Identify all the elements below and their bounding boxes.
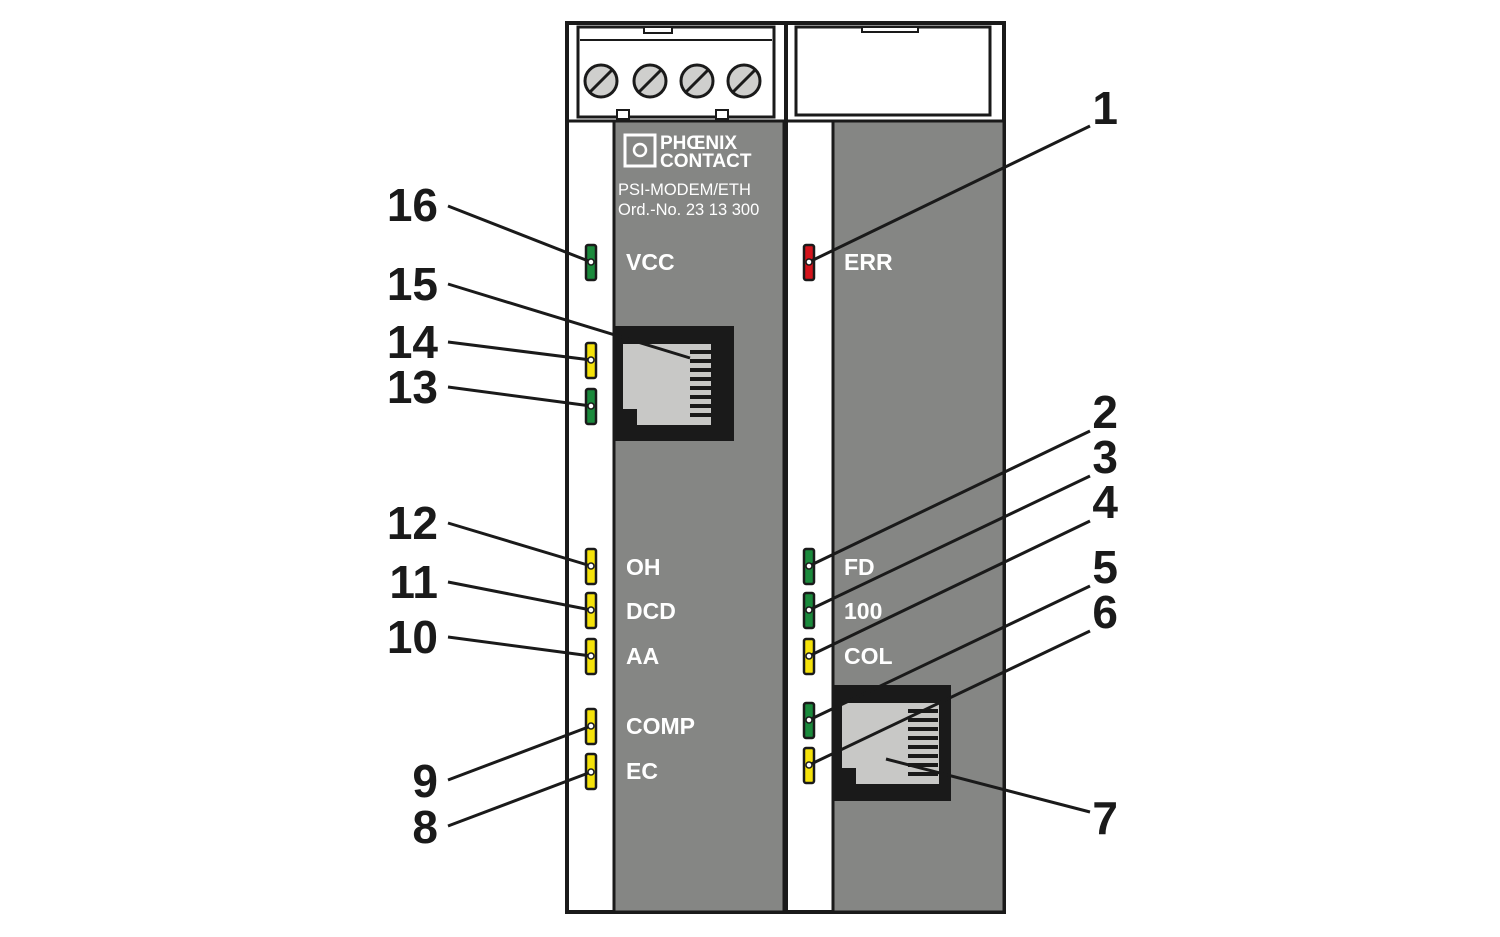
callout-16: 16 [387, 179, 438, 231]
top-cover-latch [861, 26, 919, 33]
terminal-screw[interactable] [726, 63, 762, 99]
terminal-screw[interactable] [679, 63, 715, 99]
leader-dot [587, 356, 595, 364]
leader-9 [447, 724, 592, 782]
callout-leaders [447, 124, 1091, 828]
callout-11: 11 [389, 556, 438, 608]
callout-15: 15 [387, 258, 438, 310]
top-cover-body [794, 25, 992, 117]
leader-dot [587, 562, 595, 570]
callout-4: 4 [1092, 476, 1118, 528]
leader-2 [808, 429, 1091, 568]
leader-1 [808, 124, 1091, 264]
leader-8 [447, 770, 592, 828]
callout-1: 1 [1092, 82, 1118, 134]
terminal-foot-right [715, 109, 729, 120]
callout-8: 8 [412, 801, 438, 853]
leader-4 [808, 519, 1091, 658]
leader-5 [808, 584, 1091, 722]
leader-dot [587, 258, 595, 266]
leader-11 [447, 580, 592, 612]
logo-mark-icon [623, 133, 657, 168]
leader-3 [808, 474, 1091, 612]
ethernet-rj45-jack[interactable] [833, 685, 951, 801]
dcd-label: DCD [626, 598, 676, 624]
callout-13: 13 [387, 361, 438, 413]
callout-7: 7 [1092, 792, 1118, 844]
leader-15 [447, 282, 691, 360]
logo-mark-dot-icon [632, 142, 648, 158]
model-name: PSI-MODEM/ETH [618, 181, 751, 199]
brand-line1: PHŒNIX [660, 133, 737, 154]
left-front-panel [612, 119, 786, 914]
terminal-foot-left [616, 109, 630, 120]
leader-dot [587, 652, 595, 660]
speed100-label: 100 [844, 598, 882, 624]
callout-6: 6 [1092, 586, 1118, 638]
aa-label: AA [626, 643, 659, 669]
callout-10: 10 [387, 611, 438, 663]
col-label: COL [844, 643, 893, 669]
leader-dot [587, 768, 595, 776]
leader-6 [808, 629, 1091, 767]
terminal-screw[interactable] [583, 63, 619, 99]
err-label: ERR [844, 249, 893, 275]
callout-5: 5 [1092, 541, 1118, 593]
callout-12: 12 [387, 497, 438, 549]
terminal-screw[interactable] [632, 63, 668, 99]
leader-10 [447, 635, 592, 658]
order-number: Ord.-No. 23 13 300 [618, 201, 759, 219]
oh-label: OH [626, 554, 661, 580]
vcc-label: VCC [626, 249, 675, 275]
callout-14: 14 [387, 316, 439, 368]
brand-logo: PHŒNIX CONTACT [623, 133, 752, 172]
modem-rj11-jack[interactable] [614, 326, 734, 441]
leader-13 [447, 385, 592, 408]
callout-9: 9 [412, 755, 438, 807]
leader-dot [805, 652, 813, 660]
leader-dot [805, 258, 813, 266]
ec-label: EC [626, 758, 658, 784]
leader-end-dots [587, 258, 813, 776]
leader-7 [885, 757, 1091, 814]
terminal-latch [643, 26, 673, 34]
led-group [584, 243, 816, 791]
callout-3: 3 [1092, 431, 1118, 483]
leader-dot [587, 722, 595, 730]
leader-14 [447, 340, 592, 362]
leader-dot [805, 606, 813, 614]
leader-dot [805, 761, 813, 769]
top-cover [794, 25, 992, 117]
terminal-block [576, 25, 776, 120]
leader-dot [587, 606, 595, 614]
brand-line2: CONTACT [660, 151, 752, 172]
fd-label: FD [844, 554, 875, 580]
leader-12 [447, 521, 592, 568]
leader-dot [805, 562, 813, 570]
comp-label: COMP [626, 713, 695, 739]
leader-dot [587, 402, 595, 410]
leader-dot [805, 716, 813, 724]
leader-16 [447, 204, 592, 264]
callout-2: 2 [1092, 386, 1118, 438]
